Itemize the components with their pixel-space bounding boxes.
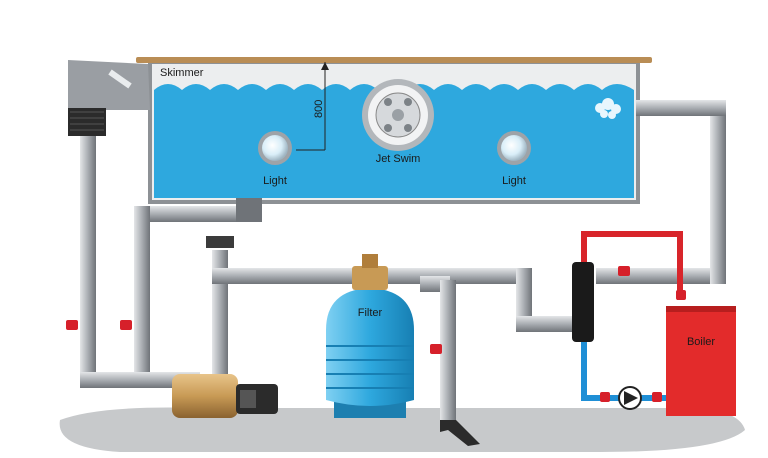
pump-icon — [172, 236, 238, 418]
filter-label: Filter — [358, 307, 383, 319]
light-left-label: Light — [263, 175, 287, 187]
boiler-icon — [666, 306, 736, 416]
skimmer — [68, 60, 150, 136]
ground — [59, 407, 745, 452]
filter-icon — [326, 254, 414, 418]
depth-dimension — [296, 62, 329, 151]
depth-label: 800 — [313, 100, 325, 118]
circulation-pump-icon — [618, 386, 642, 410]
waste-outlet — [440, 420, 480, 446]
skimmer-label: Skimmer — [160, 67, 204, 79]
valve-icon — [66, 266, 686, 402]
heat-exchanger-icon — [572, 262, 594, 342]
return-bubbles — [595, 98, 621, 119]
motor-icon — [236, 384, 278, 414]
jet-swim-icon — [362, 79, 434, 151]
jet-swim-label: Jet Swim — [376, 153, 421, 165]
light-icon — [258, 131, 292, 165]
light-icon — [497, 131, 531, 165]
heating-loop — [581, 231, 683, 401]
pool-deck — [136, 57, 652, 63]
boiler-label: Boiler — [687, 336, 715, 348]
main-drain — [236, 198, 262, 222]
skimmer-basket-icon — [68, 108, 106, 136]
light-right-label: Light — [502, 175, 526, 187]
